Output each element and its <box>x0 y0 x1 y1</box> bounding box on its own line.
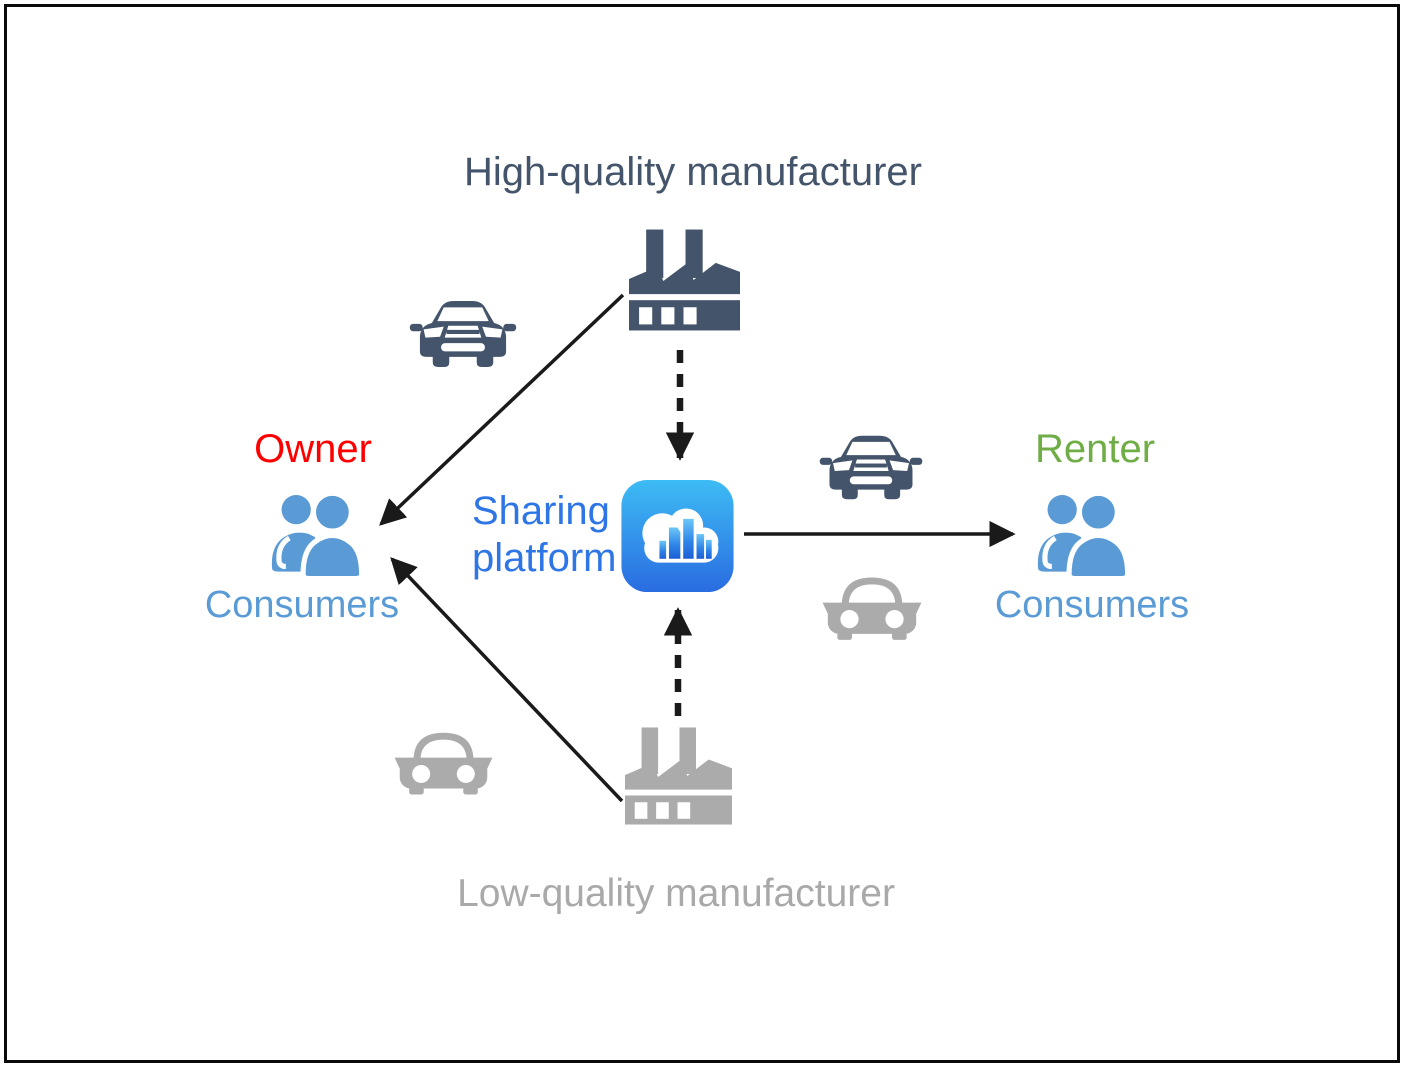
renter-consumers-people-icon <box>1026 484 1138 580</box>
sharing-platform-label-line2: platform <box>472 536 617 580</box>
shared-car-dark-icon <box>818 428 924 507</box>
sharing-platform-label-line1: Sharing <box>472 489 610 533</box>
sharing-platform-label: Sharing platform <box>472 488 672 582</box>
low-quality-car-gray-icon <box>392 719 495 798</box>
shared-car-gray-icon <box>820 563 924 644</box>
arrow-high-quality-to-owner-consumers <box>379 293 625 526</box>
high-quality-manufacturer-label: High-quality manufacturer <box>464 150 922 194</box>
arrow-low-quality-to-owner-consumers <box>390 557 624 803</box>
low-quality-manufacturer-label: Low-quality manufacturer <box>457 872 895 915</box>
owner-label: Owner <box>254 427 372 471</box>
renter-label: Renter <box>1034 427 1156 471</box>
low-quality-factory-icon <box>625 724 732 828</box>
renter-consumers-label: Consumers <box>994 584 1190 626</box>
high-quality-factory-icon <box>629 228 740 332</box>
owned-car-dark-icon <box>408 291 518 377</box>
sharing-platform-app-icon <box>620 479 735 593</box>
owner-consumers-people-icon <box>260 484 372 580</box>
owner-consumers-label: Consumers <box>204 584 400 626</box>
